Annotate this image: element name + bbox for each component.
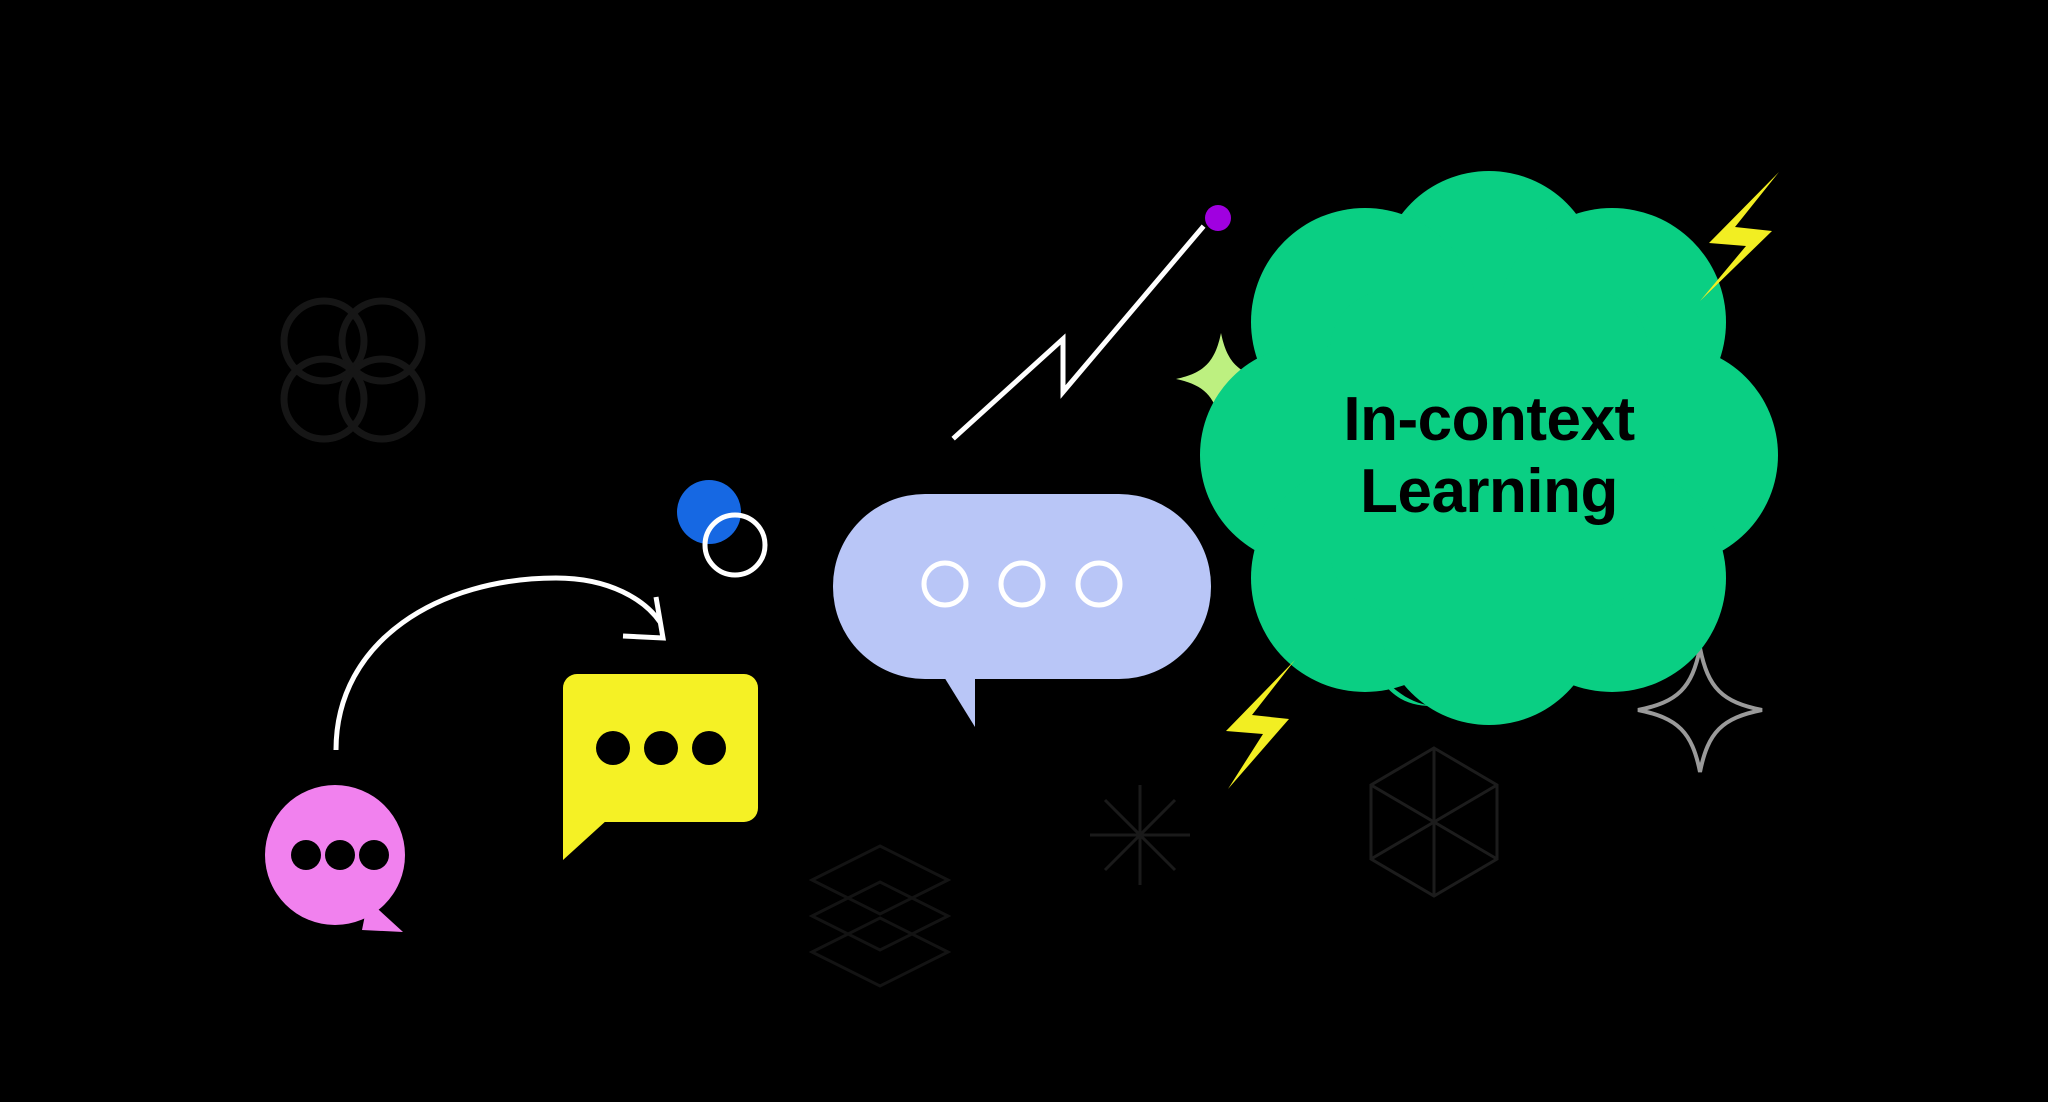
gray-sparkle-outline-icon (1637, 647, 1763, 773)
faint-layers-decor (808, 844, 952, 988)
lightning-bolt-left-of-cloud-icon (1226, 660, 1295, 789)
faint-asterisk-decor (1090, 785, 1190, 885)
blue-circle (677, 480, 741, 544)
yellow-bubble-dots (596, 731, 726, 765)
periwinkle-speech-bubble (833, 494, 1211, 727)
periwinkle-bubble-body (833, 494, 1211, 679)
cloud-label-line-2: Learning (1360, 457, 1618, 526)
pink-bubble-dots (291, 840, 389, 870)
cloud-label-line-1: In-context (1343, 385, 1634, 454)
white-zigzag-line (951, 224, 1206, 441)
faint-cube-decor (1369, 746, 1499, 898)
lightning-bolt-top-right-icon (1700, 172, 1779, 301)
cloud-lobes (1200, 171, 1778, 725)
periwinkle-bubble-dots (921, 560, 1123, 608)
light-green-sparkle-icon (1176, 333, 1266, 425)
curved-arrow-head (622, 596, 666, 641)
faint-clover-decor (280, 297, 426, 443)
curved-arrow (333, 575, 666, 751)
pink-speech-bubble (265, 785, 405, 932)
curved-arrow-shaft (333, 575, 663, 751)
green-cloud (1200, 171, 1778, 725)
yellow-speech-bubble (563, 674, 758, 860)
white-ring (702, 512, 768, 578)
purple-dot (1205, 205, 1231, 231)
